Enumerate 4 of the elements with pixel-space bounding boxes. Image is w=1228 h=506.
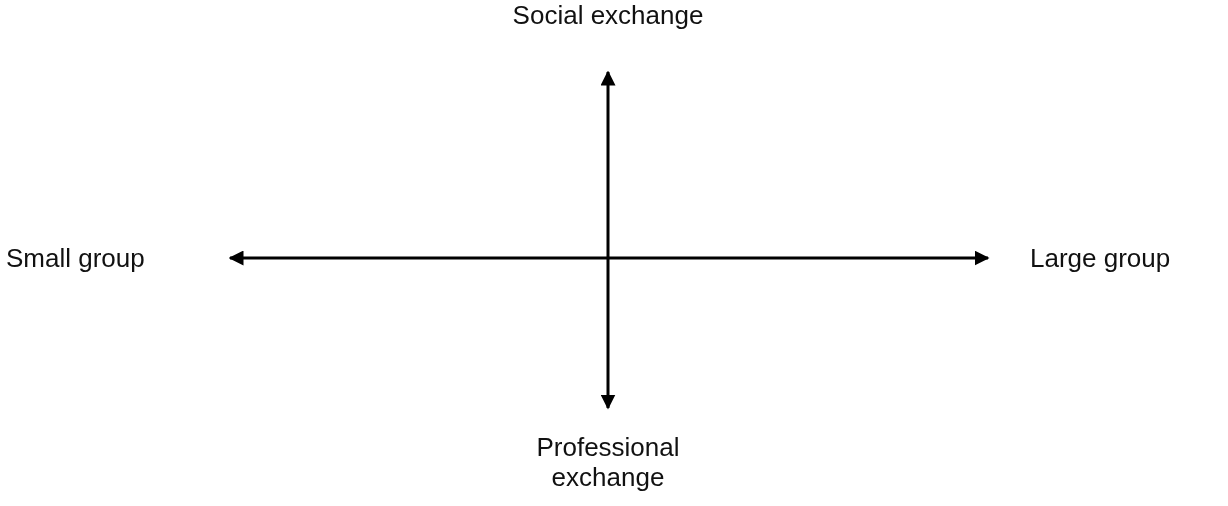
axis-label: Social exchange xyxy=(511,0,705,30)
axis-label: Small group xyxy=(6,243,146,273)
axis-label: Professional exchange xyxy=(535,432,681,492)
axis-label: Large group xyxy=(1030,243,1172,273)
